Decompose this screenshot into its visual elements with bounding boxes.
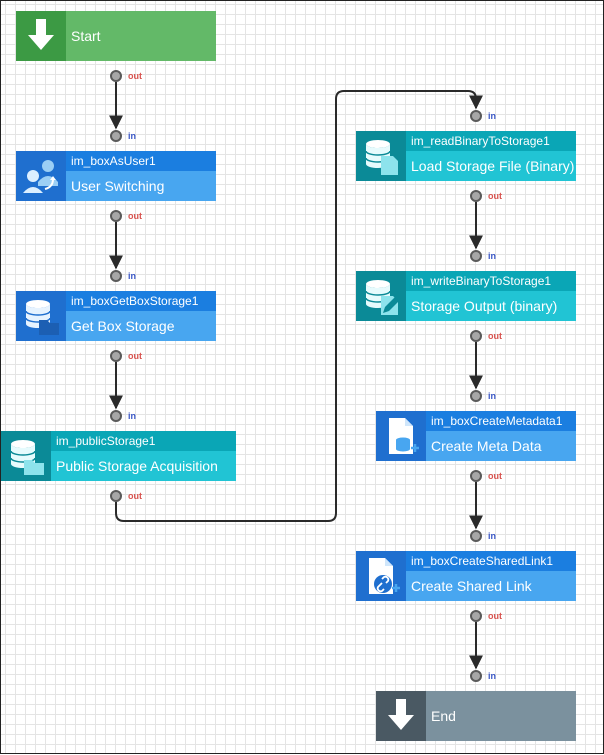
node-read-binary[interactable]: im_readBinaryToStorage1 Load Storage Fil… — [356, 131, 576, 181]
end-label: End — [431, 708, 456, 724]
in-port[interactable] — [110, 130, 122, 142]
node-public-storage[interactable]: im_publicStorage1 Public Storage Acquisi… — [1, 431, 236, 481]
write-storage-icon — [356, 271, 406, 321]
node-label: Public Storage Acquisition — [51, 451, 236, 481]
out-port[interactable] — [110, 70, 122, 82]
node-label: Create Meta Data — [426, 431, 576, 461]
node-box-get-storage[interactable]: im_boxGetBoxStorage1 Get Box Storage — [16, 291, 216, 341]
node-box-as-user[interactable]: im_boxAsUser1 User Switching — [16, 151, 216, 201]
node-id: im_boxCreateMetadata1 — [426, 411, 576, 431]
in-port-label: in — [488, 531, 496, 541]
in-port[interactable] — [470, 390, 482, 402]
out-port-label: out — [128, 491, 142, 501]
out-port-label: out — [128, 71, 142, 81]
box-storage-icon — [16, 291, 66, 341]
node-label: Load Storage File (Binary) — [406, 151, 576, 181]
in-port-label: in — [128, 411, 136, 421]
out-port-label: out — [488, 191, 502, 201]
in-port[interactable] — [470, 530, 482, 542]
end-node[interactable]: End — [376, 691, 576, 741]
node-label: User Switching — [66, 171, 216, 201]
node-id: im_boxCreateSharedLink1 — [406, 551, 576, 571]
in-port[interactable] — [470, 250, 482, 262]
download-arrow-icon — [16, 11, 66, 61]
in-port-label: in — [128, 131, 136, 141]
out-port[interactable] — [470, 330, 482, 342]
in-port-label: in — [488, 671, 496, 681]
out-port[interactable] — [110, 490, 122, 502]
in-port[interactable] — [470, 670, 482, 682]
node-id: im_boxAsUser1 — [66, 151, 216, 171]
in-port[interactable] — [110, 410, 122, 422]
out-port-label: out — [128, 211, 142, 221]
node-create-shared-link[interactable]: im_boxCreateSharedLink1 Create Shared Li… — [356, 551, 576, 601]
start-label: Start — [71, 28, 101, 44]
in-port[interactable] — [470, 110, 482, 122]
wire-public-storage-to-read-binary — [115, 90, 483, 522]
node-write-binary[interactable]: im_writeBinaryToStorage1 Storage Output … — [356, 271, 576, 321]
node-id: im_boxGetBoxStorage1 — [66, 291, 216, 311]
start-node[interactable]: Start — [16, 11, 216, 61]
node-id: im_writeBinaryToStorage1 — [406, 271, 576, 291]
node-label: Storage Output (binary) — [406, 291, 576, 321]
shared-link-icon — [356, 551, 406, 601]
node-label: Create Shared Link — [406, 571, 576, 601]
out-port-label: out — [488, 611, 502, 621]
user-switch-icon — [16, 151, 66, 201]
out-port[interactable] — [110, 210, 122, 222]
out-port-label: out — [488, 471, 502, 481]
public-storage-icon — [1, 431, 51, 481]
in-port-label: in — [128, 271, 136, 281]
in-port-label: in — [488, 391, 496, 401]
node-label: Get Box Storage — [66, 311, 216, 341]
in-port[interactable] — [110, 270, 122, 282]
out-port[interactable] — [470, 190, 482, 202]
out-port[interactable] — [110, 350, 122, 362]
node-id: im_readBinaryToStorage1 — [406, 131, 576, 151]
in-port-label: in — [488, 251, 496, 261]
read-storage-icon — [356, 131, 406, 181]
end-arrow-icon — [376, 691, 426, 741]
out-port[interactable] — [470, 470, 482, 482]
out-port-label: out — [128, 351, 142, 361]
metadata-document-icon — [376, 411, 426, 461]
out-port-label: out — [488, 331, 502, 341]
in-port-label: in — [488, 111, 496, 121]
out-port[interactable] — [470, 610, 482, 622]
node-create-metadata[interactable]: im_boxCreateMetadata1 Create Meta Data — [376, 411, 576, 461]
node-id: im_publicStorage1 — [51, 431, 236, 451]
